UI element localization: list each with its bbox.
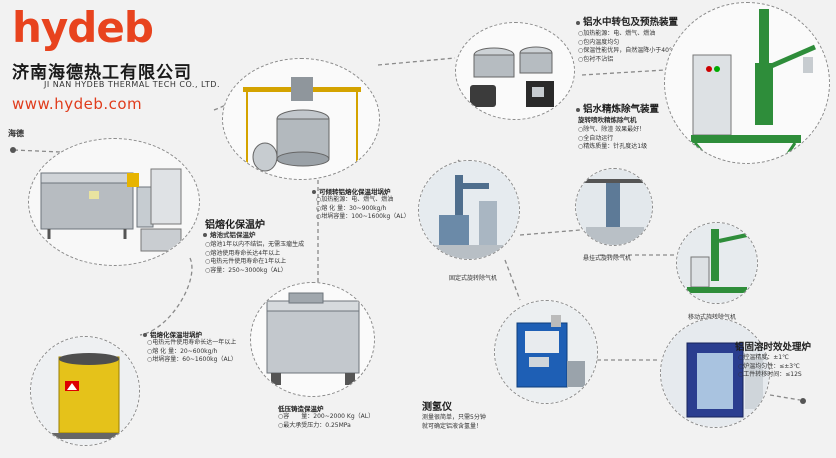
melting-subtitle: 熔池式铝保温炉 (203, 231, 256, 240)
degassing-machine-image (664, 2, 830, 164)
tilting-crucible-image (222, 58, 380, 180)
tilting-specs: ○加热能源：电、燃气、燃油 ○熔 化 量：30~900kg/h ○坩埚容量：10… (316, 196, 410, 220)
ladle-title: 铝水中转包及预热装置 (576, 14, 678, 28)
melting-title: 铝熔化保温炉 (205, 220, 265, 231)
suspended-degasser-image (575, 168, 653, 246)
fixed-caption: 固定式旋转除气机 (449, 275, 498, 282)
end-dot (800, 398, 806, 404)
refining-specs: ○除气、除渣 效果最好！ ○全自动运行 ○精炼质量：针孔度达1级 (578, 126, 648, 150)
refining-title: 铝水精炼除气装置 (576, 101, 659, 115)
company-name-cn: 济南海德热工有限公司 (12, 63, 192, 83)
aging-title: 铝固溶时效处理炉 (735, 342, 812, 353)
website-link[interactable]: www.hydeb.com (12, 95, 143, 113)
lowpressure-specs: ○容 量：200~2000 Kg（AL） ○最大承受压力：0.25MPa (278, 413, 375, 429)
tilting-title: 可倾转铝熔化保温坩埚炉 (312, 186, 391, 196)
fixed-degasser-image (418, 160, 520, 260)
melting-specs: ○熔池1年以内不结铝，无需玉瘤生成 ○熔池使用寿命长达4年以上 ○电热元件使用寿… (205, 241, 305, 274)
crucible-specs: ○电热元件使用寿命长达一年以上 ○熔 化 量：20~600kg/h ○坩埚容量：… (147, 339, 237, 363)
ladle-specs: ○加热能源：电、燃气、燃油 ○包内温度均匀 ○保温性能优异，自然温降小于40℃/… (578, 30, 682, 63)
mobile-degasser-image (676, 222, 758, 304)
refining-subtitle: 旋转喷吹精炼除气机 (578, 116, 637, 124)
hydrogen-analyzer-image (494, 300, 598, 404)
brand-label: 海德 (8, 129, 24, 138)
ladle-image (455, 22, 575, 120)
crucible-furnace-image (30, 336, 140, 446)
aging-specs: ○控温精度：±1℃ ○炉温均匀性：≤±3℃ ○工件转移时间：≤12S (738, 354, 802, 378)
crucible-title: 铝熔化保温坩埚炉 (143, 329, 202, 339)
logo: hydeb (12, 3, 154, 52)
lowpressure-furnace-image (250, 282, 375, 397)
lowpressure-title: 低压铸造保温炉 (278, 405, 324, 413)
company-name-en: JI NAN HYDEB THERMAL TECH CO., LTD. (44, 80, 221, 89)
hydrogen-title: 测氢仪 (422, 402, 452, 413)
start-dot (10, 147, 16, 153)
hydrogen-specs: 测量很简单，只需5分钟 就可确定铝液含氢量！ (422, 414, 486, 430)
aging-furnace-image (660, 318, 770, 428)
melting-furnace-image (28, 138, 200, 266)
suspended-caption: 悬挂式旋转除气机 (583, 255, 632, 262)
mobile-caption: 移动式旋转除气机 (688, 312, 736, 321)
